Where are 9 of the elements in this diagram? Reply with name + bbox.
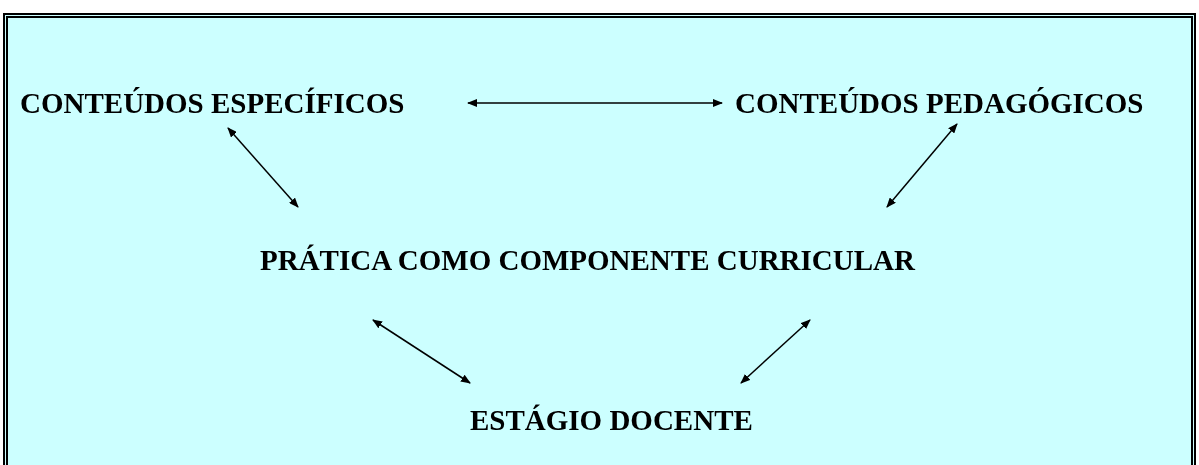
double-arrow <box>227 127 299 208</box>
concept-label: CONTEÚDOS ESPECÍFICOS <box>20 86 405 120</box>
concept-label: CONTEÚDOS PEDAGÓGICOS <box>735 86 1144 120</box>
double-arrow <box>467 99 723 107</box>
concept-label: ESTÁGIO DOCENTE <box>470 403 753 437</box>
concept-label: PRÁTICA COMO COMPONENTE CURRICULAR <box>260 243 915 277</box>
double-arrow <box>740 319 811 384</box>
double-arrow <box>886 123 958 208</box>
double-arrow <box>372 319 471 384</box>
